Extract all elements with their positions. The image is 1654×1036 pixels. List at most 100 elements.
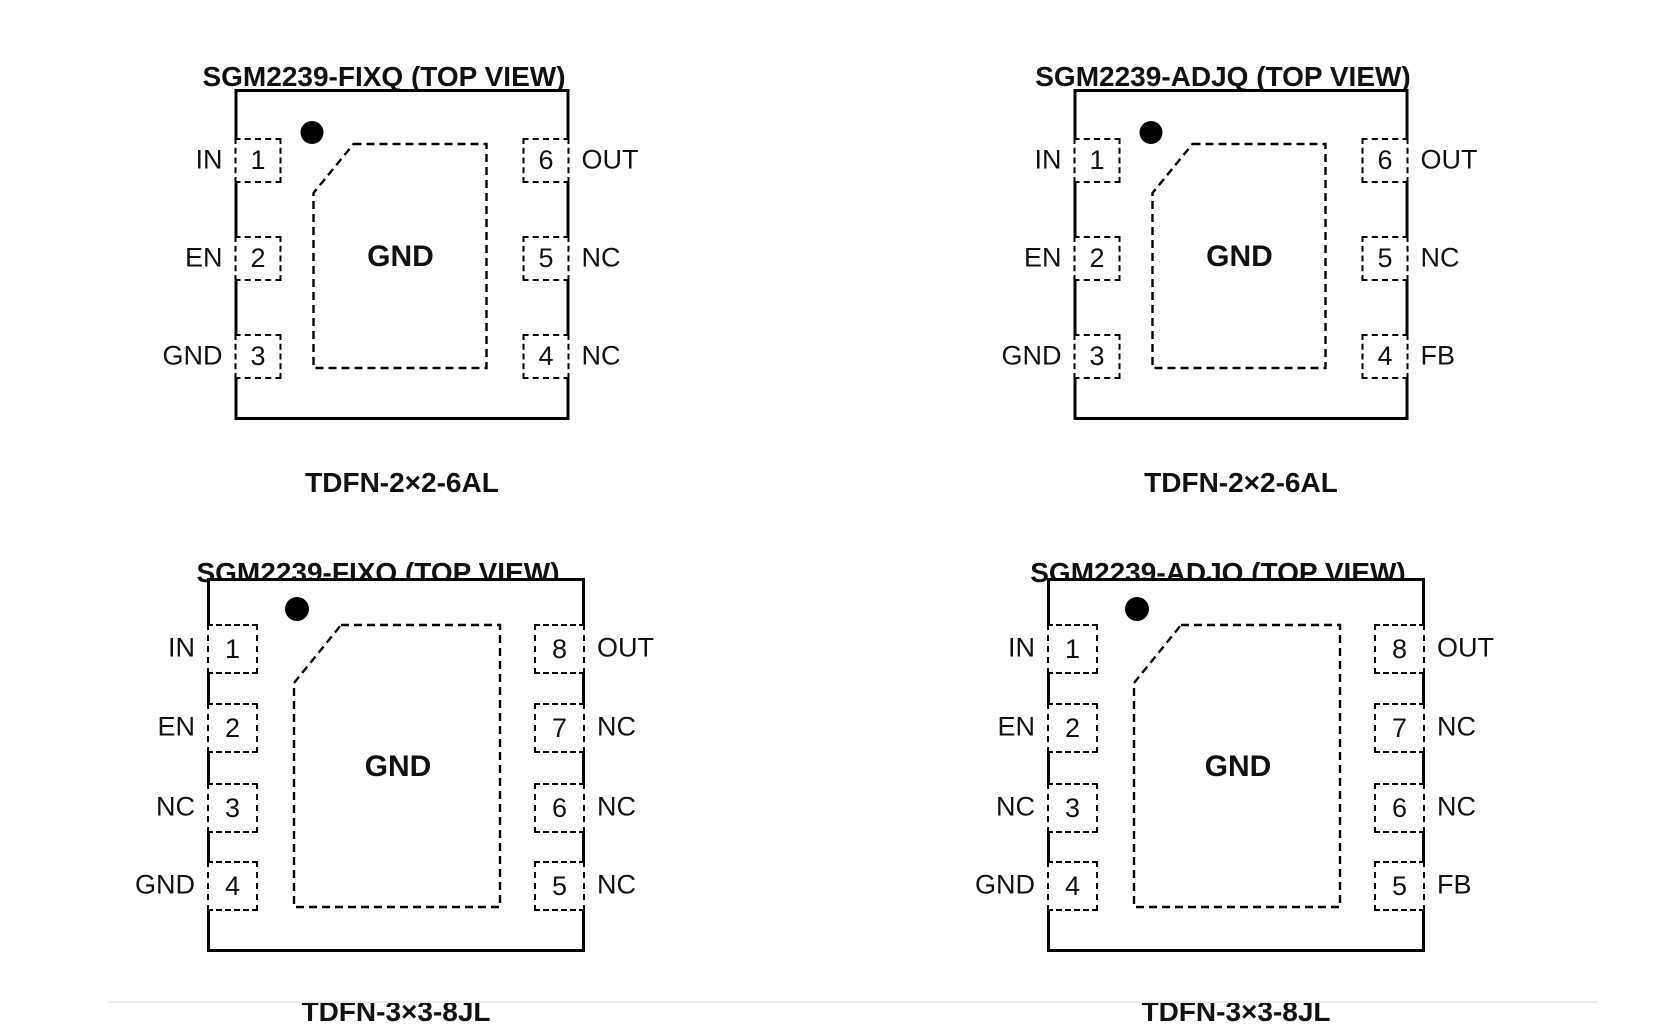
pin-label: NC: [996, 791, 1035, 822]
pin1-indicator-dot: [1139, 121, 1163, 144]
pin-number: 4: [224, 870, 241, 901]
pin-pad: 2: [234, 236, 282, 281]
pin-label: EN: [1023, 242, 1062, 273]
pin-pad: 2: [1073, 236, 1121, 281]
pin-label: GND: [1001, 340, 1062, 371]
pin-label: EN: [157, 711, 195, 742]
pin-label: OUT: [581, 144, 639, 175]
pin-label: NC: [597, 711, 636, 742]
pin-number: 8: [1391, 633, 1408, 664]
pin-label: NC: [1437, 711, 1476, 742]
pin-number: 1: [250, 145, 266, 175]
pin-label: IN: [1034, 144, 1062, 175]
pin-number: 6: [1377, 145, 1393, 175]
pin-label: IN: [195, 144, 223, 175]
pin-number: 7: [1391, 712, 1408, 743]
pin-pad: 2: [1047, 703, 1098, 753]
pin-pad: 5: [534, 861, 585, 911]
pin-number: 5: [538, 243, 554, 273]
pin-number: 3: [1064, 792, 1081, 823]
exposed-pad-label: GND: [364, 750, 432, 783]
pin-pad: 2: [207, 703, 258, 753]
pin-label: OUT: [597, 632, 654, 663]
pin-number: 3: [250, 341, 266, 371]
pin-pad: 6: [534, 783, 585, 833]
pin-label: NC: [597, 791, 636, 822]
pin-label: EN: [184, 242, 223, 273]
pin-label: OUT: [1437, 632, 1494, 663]
pin-number: 4: [1377, 341, 1393, 371]
pin-number: 1: [224, 633, 241, 664]
pinout-diagram: SGM2239-FIXQ (TOP VIEW) GND 1 2 3 4 IN E…: [96, 496, 696, 1027]
ic-package-outline: GND 1 2 3 IN EN GND 6 5 4 OUT NC FB: [1002, 89, 1478, 420]
pin-number: 3: [224, 792, 241, 823]
pin-label: NC: [581, 340, 621, 371]
pin-label: GND: [162, 340, 223, 371]
pin-number: 6: [551, 792, 568, 823]
pin-label: OUT: [1420, 144, 1478, 175]
pin-pad: 4: [1047, 861, 1098, 911]
exposed-pad-outline: [1132, 623, 1342, 909]
pinout-diagram: SGM2239-ADJQ (TOP VIEW) GND 1 2 3 IN EN …: [941, 0, 1541, 500]
pin-number: 3: [1089, 341, 1105, 371]
pin-number: 2: [250, 243, 266, 273]
pin-number: 5: [551, 870, 568, 901]
pin-pad: 1: [1047, 624, 1098, 674]
exposed-pad-outline: [312, 142, 488, 370]
pin-pad: 3: [1047, 783, 1098, 833]
pin-pad: 4: [522, 334, 570, 379]
diagram-title: SGM2239-ADJQ (TOP VIEW): [1035, 61, 1411, 93]
section-divider-line: [108, 1001, 1598, 1003]
diagram-title: SGM2239-FIXQ (TOP VIEW): [202, 61, 566, 93]
exposed-pad-label: GND: [1204, 750, 1272, 783]
pin-label: FB: [1437, 869, 1472, 900]
pin-number: 4: [538, 341, 554, 371]
pin-label: NC: [1437, 791, 1476, 822]
exposed-pad-outline: [292, 623, 502, 909]
pin-pad: 8: [1374, 624, 1425, 674]
pin-number: 8: [551, 633, 568, 664]
pin-number: 2: [1064, 712, 1081, 743]
pin-pad: 1: [234, 138, 282, 183]
pin-pad: 6: [1374, 783, 1425, 833]
pin1-indicator-dot: [285, 597, 309, 621]
pin-pad: 5: [522, 236, 570, 281]
pin-number: 5: [1391, 870, 1408, 901]
pin1-indicator-dot: [1125, 597, 1149, 621]
exposed-pad-outline: [1151, 142, 1327, 370]
pin-pad: 6: [1361, 138, 1409, 183]
pin1-indicator-dot: [300, 121, 324, 144]
ic-package-outline: GND 1 2 3 4 IN EN NC GND 8 7 6 5 OUT NC …: [135, 578, 654, 952]
pin-number: 7: [551, 712, 568, 743]
pin-pad: 1: [1073, 138, 1121, 183]
pin-pad: 5: [1361, 236, 1409, 281]
pin-number: 2: [1089, 243, 1105, 273]
pin-label: IN: [1008, 632, 1035, 663]
pin-label: NC: [597, 869, 636, 900]
exposed-pad-label: GND: [1206, 240, 1273, 273]
ic-package-outline: GND 1 2 3 4 IN EN NC GND 8 7 6 5 OUT NC …: [975, 578, 1494, 952]
pin-number: 1: [1089, 145, 1105, 175]
pin-label: GND: [135, 869, 195, 900]
pinout-diagram: SGM2239-ADJQ (TOP VIEW) GND 1 2 3 4 IN E…: [936, 496, 1536, 1027]
pin-number: 1: [1064, 633, 1081, 664]
pin-pad: 8: [534, 624, 585, 674]
pin-pad: 6: [522, 138, 570, 183]
pin-number: 4: [1064, 870, 1081, 901]
pin-label: IN: [168, 632, 195, 663]
pin-pad: 3: [234, 334, 282, 379]
pin-label: NC: [156, 791, 195, 822]
pin-pad: 3: [207, 783, 258, 833]
pin-label: EN: [997, 711, 1035, 742]
pin-pad: 4: [207, 861, 258, 911]
pin-pad: 3: [1073, 334, 1121, 379]
exposed-pad-label: GND: [367, 240, 434, 273]
pin-label: FB: [1420, 340, 1456, 371]
pin-pad: 5: [1374, 861, 1425, 911]
pin-number: 5: [1377, 243, 1393, 273]
pin-label: NC: [581, 242, 621, 273]
pin-number: 2: [224, 712, 241, 743]
package-name-caption: TDFN-2×2-6AL: [1144, 467, 1338, 498]
pin-label: GND: [975, 869, 1035, 900]
